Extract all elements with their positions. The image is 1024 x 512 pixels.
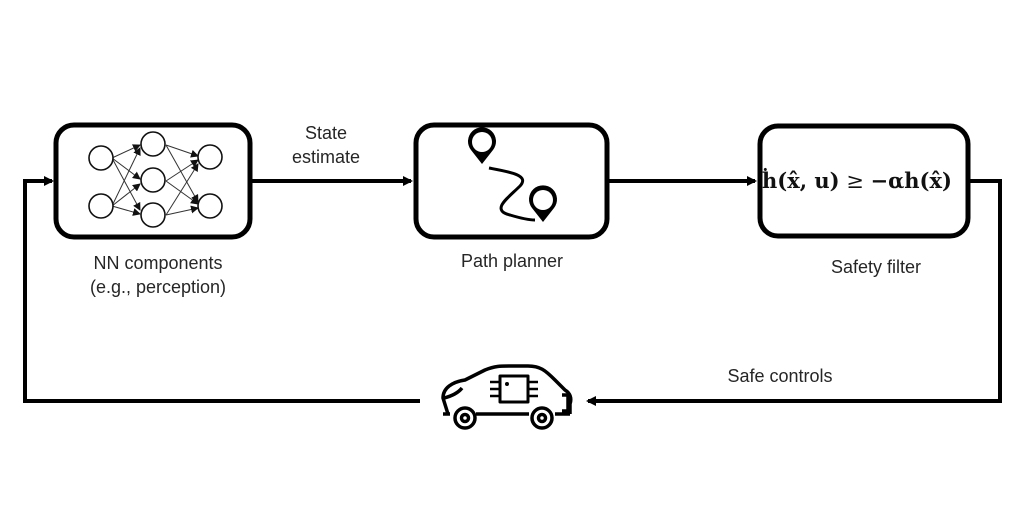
cbf-constraint-formula: ḣ(x̂, u) ≥ −αh(x̂): [762, 168, 952, 193]
safety-filter-box: [757, 123, 971, 239]
path-planner-box: [413, 122, 610, 240]
nn-node: [197, 193, 223, 219]
nn-node: [140, 131, 166, 157]
nn-components-label: NN components (e.g., perception): [58, 251, 258, 299]
label-line: NN components: [93, 253, 223, 273]
nn-node: [88, 193, 114, 219]
nn-nodes: [88, 131, 223, 228]
neural-network-icon: [111, 144, 199, 216]
edge-label-safe-controls: Safe controls: [727, 366, 833, 386]
nn-node: [88, 145, 114, 171]
safety-filter-label: Safety filter: [830, 257, 922, 277]
route-pins-icon: [468, 127, 557, 222]
edge-vehicle-to-nn: [23, 176, 420, 403]
edge-label-state-estimate: State estimate: [286, 121, 366, 169]
nn-node: [140, 167, 166, 193]
label-line: (e.g., perception): [89, 277, 227, 297]
nn-node: [140, 202, 166, 228]
edge-filter-to-vehicle: [586, 179, 1002, 406]
label-line: State: [304, 123, 348, 143]
path-planner-label: Path planner: [460, 251, 564, 271]
route-path: [488, 166, 536, 222]
chip-icon: [498, 374, 530, 404]
formula-op: ≥: [839, 169, 871, 193]
label-line: estimate: [291, 147, 361, 167]
formula-lhs: ḣ(x̂, u): [762, 168, 840, 193]
nn-node: [197, 144, 223, 170]
car-with-chip-icon: [441, 364, 573, 430]
formula-rhs: −αh(x̂): [870, 168, 952, 193]
